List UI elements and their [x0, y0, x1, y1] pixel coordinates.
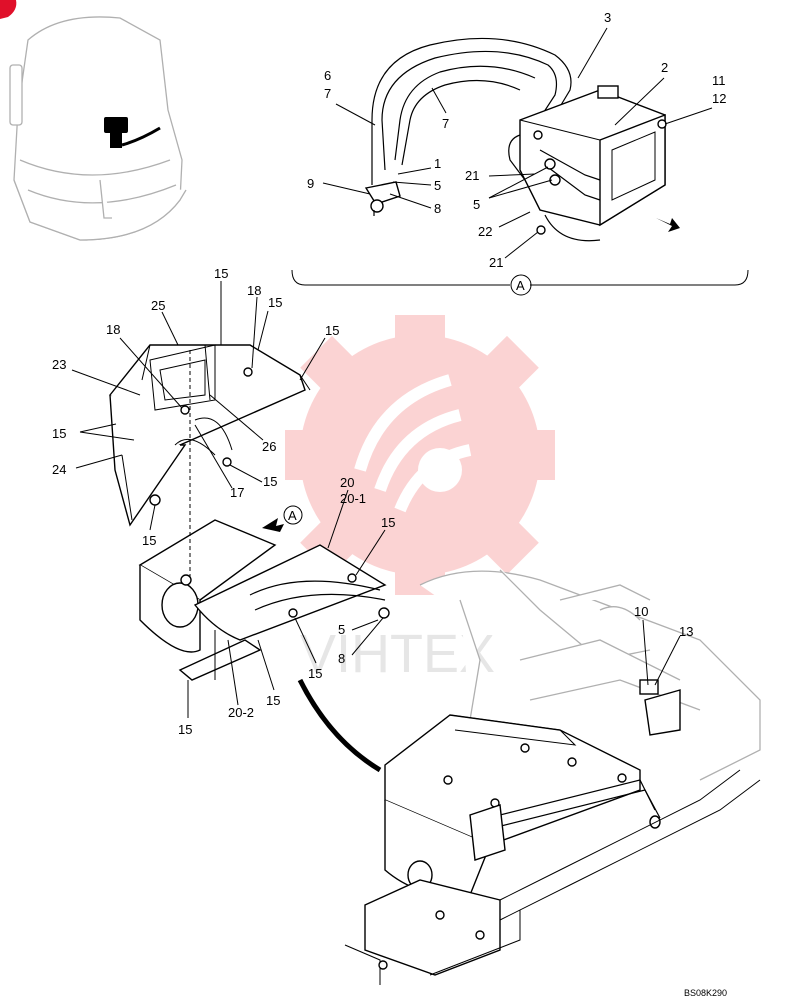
callout-15-e: 15	[263, 474, 277, 489]
callout-1: 1	[434, 156, 441, 171]
assembly-connector-arrow	[297, 678, 382, 773]
callout-25: 25	[151, 298, 165, 313]
callout-7-right: 7	[442, 116, 449, 131]
callout-12: 12	[712, 91, 726, 106]
callout-20: 20	[340, 475, 354, 490]
callout-5-top: 5	[434, 178, 441, 193]
callout-21-top: 21	[465, 168, 479, 183]
callout-24: 24	[52, 462, 66, 477]
callout-15-d: 15	[52, 426, 66, 441]
detail-arrow-label: A	[288, 508, 297, 523]
callout-18-a: 18	[247, 283, 261, 298]
callout-15-b: 15	[268, 295, 282, 310]
callout-10: 10	[634, 604, 648, 619]
watermark-text: VIHTEX	[300, 624, 495, 684]
view-marker-a: A	[516, 278, 525, 293]
callout-13: 13	[679, 624, 693, 639]
callout-15-f: 15	[142, 533, 156, 548]
callout-7-left: 7	[324, 86, 331, 101]
callout-15-g: 15	[381, 515, 395, 530]
machine-frame-illustration	[344, 569, 761, 985]
connector-highlight	[104, 117, 161, 148]
callout-11: 11	[712, 73, 726, 88]
cab-outline-illustration	[9, 16, 187, 241]
callout-3: 3	[604, 10, 611, 25]
callout-5-bottom: 5	[338, 622, 345, 637]
reference-code: BS08K290	[684, 988, 727, 998]
leader-lines	[71, 27, 713, 718]
detail-a-assembly: A	[291, 37, 749, 296]
callout-18-b: 18	[106, 322, 120, 337]
callout-15-i: 15	[266, 693, 280, 708]
corner-mark	[0, 0, 17, 19]
callout-15-c: 15	[325, 323, 339, 338]
callout-8-top: 8	[434, 201, 441, 216]
callout-23: 23	[52, 357, 66, 372]
callout-8-bottom: 8	[338, 651, 345, 666]
callout-labels: 3 2 11 12 6 7 7 1 5 8 9 21 5 22 21 15 18…	[52, 10, 727, 998]
callout-20-1: 20-1	[340, 491, 366, 506]
callout-6: 6	[324, 68, 331, 83]
callout-5-mid: 5	[473, 197, 480, 212]
callout-15-a: 15	[214, 266, 228, 281]
callout-26: 26	[262, 439, 276, 454]
cover-panel-assembly	[109, 344, 311, 527]
callout-22: 22	[478, 224, 492, 239]
callout-2: 2	[661, 60, 668, 75]
heater-box-assembly: A	[138, 350, 390, 681]
callout-20-2: 20-2	[228, 705, 254, 720]
callout-9: 9	[307, 176, 314, 191]
callout-21-bottom: 21	[489, 255, 503, 270]
callout-15-j: 15	[178, 722, 192, 737]
callout-17: 17	[230, 485, 244, 500]
callout-15-h: 15	[308, 666, 322, 681]
